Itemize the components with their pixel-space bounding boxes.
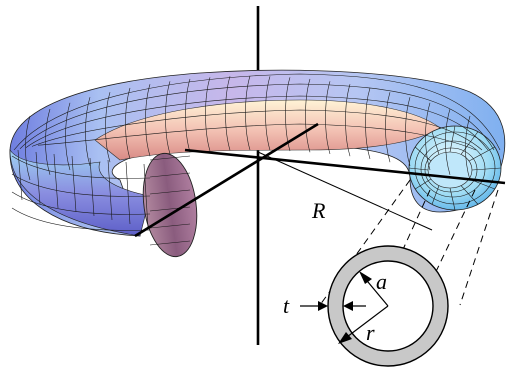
inner-radius-label: a [376, 269, 387, 294]
left-open-end [142, 152, 198, 258]
torus-surface [9, 69, 506, 258]
thickness-arrowhead-right [343, 301, 353, 311]
mean-radius-arrowhead [338, 332, 352, 344]
cross-section: a r t [283, 245, 449, 367]
major-radius-line [257, 151, 433, 231]
torus-mesh [11, 73, 502, 246]
mean-radius-arrow [342, 305, 389, 341]
mean-radius-label: r [366, 320, 375, 345]
horizontal-axis [184, 148, 506, 185]
inner-radius-arrowhead [359, 271, 372, 284]
right-cap-hole [427, 151, 473, 189]
thickness-arrowhead-left [318, 301, 328, 311]
depth-axis [134, 122, 319, 238]
wall-thickness-label: t [283, 293, 290, 318]
major-radius-label: R [311, 198, 326, 223]
